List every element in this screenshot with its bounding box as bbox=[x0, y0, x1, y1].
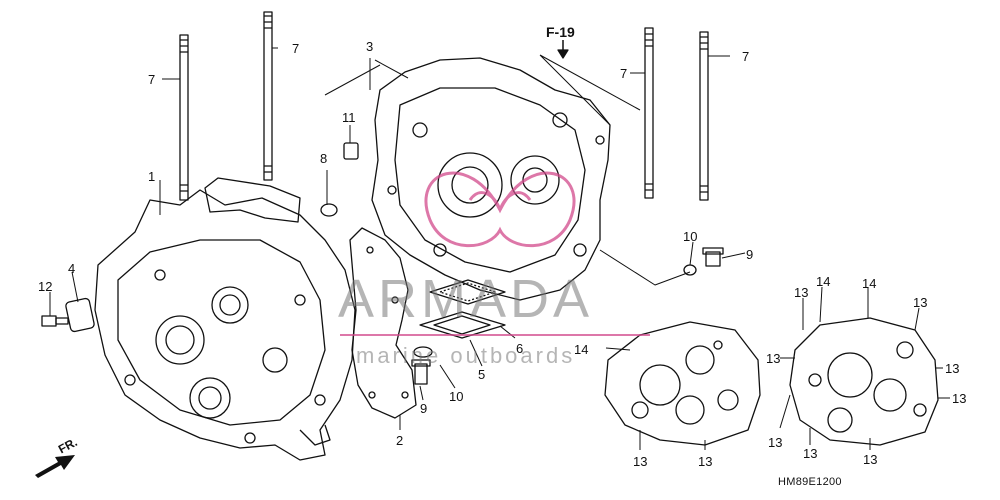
front-direction-arrow bbox=[35, 455, 75, 478]
callout-7d: 7 bbox=[742, 49, 750, 64]
callout-7b: 7 bbox=[292, 41, 300, 56]
oil-seal bbox=[320, 203, 338, 217]
callout-14: 14 bbox=[816, 274, 831, 289]
callout-1: 1 bbox=[148, 169, 156, 184]
drain-plug-right bbox=[702, 247, 724, 267]
leader-lines bbox=[49, 47, 950, 450]
stud-bolt-left bbox=[179, 34, 189, 201]
stud-bolt-left-2 bbox=[263, 11, 273, 181]
callout-10b: 10 bbox=[683, 229, 698, 244]
callout-brackets bbox=[324, 54, 691, 286]
drain-plug-center bbox=[411, 359, 431, 385]
stud-bolt-right-2 bbox=[699, 31, 709, 201]
callout-3: 3 bbox=[366, 39, 374, 54]
callout-2: 2 bbox=[396, 433, 404, 448]
callout-9a: 9 bbox=[420, 401, 428, 416]
watermark-title: ARMADA bbox=[338, 269, 594, 329]
cover-plate bbox=[65, 297, 95, 333]
callout-7c: 7 bbox=[620, 66, 628, 81]
callout-13: 13 bbox=[863, 452, 878, 467]
left-crankcase bbox=[94, 189, 356, 461]
callout-13: 13 bbox=[794, 285, 809, 300]
callout-5: 5 bbox=[478, 367, 486, 382]
callout-8: 8 bbox=[320, 151, 328, 166]
flange-bolt-left bbox=[41, 315, 69, 327]
callout-13: 13 bbox=[698, 454, 713, 469]
callout-13: 13 bbox=[952, 391, 967, 406]
callout-13: 13 bbox=[803, 446, 818, 461]
callout-13: 13 bbox=[766, 351, 781, 366]
stud-bolt-right bbox=[644, 27, 654, 199]
callout-12: 12 bbox=[38, 279, 53, 294]
callout-13: 13 bbox=[633, 454, 648, 469]
watermark-logo bbox=[340, 171, 650, 336]
crankcase-gasket-right bbox=[789, 317, 939, 446]
callout-13: 13 bbox=[945, 361, 960, 376]
callout-9b: 9 bbox=[746, 247, 754, 262]
dowel-pin bbox=[343, 142, 359, 160]
reference-label: F-19 bbox=[546, 24, 575, 40]
strainer-gasket bbox=[419, 311, 506, 339]
right-crankcase bbox=[371, 57, 611, 301]
oil-strainer-screen bbox=[429, 279, 506, 305]
callout-13: 13 bbox=[913, 295, 928, 310]
top-gasket bbox=[204, 177, 301, 223]
callout-14: 14 bbox=[574, 342, 589, 357]
center-gasket bbox=[349, 227, 417, 419]
crankcase-gasket-left bbox=[604, 321, 761, 446]
watermark-subtitle: marine outboards bbox=[356, 343, 576, 368]
callout-4: 4 bbox=[68, 261, 76, 276]
callout-11: 11 bbox=[342, 110, 356, 125]
callout-6: 6 bbox=[516, 341, 524, 356]
callout-10a: 10 bbox=[449, 389, 464, 404]
callout-14: 14 bbox=[862, 276, 877, 291]
callout-7a: 7 bbox=[148, 72, 156, 87]
callout-13: 13 bbox=[768, 435, 783, 450]
drawing-code: HM89E1200 bbox=[778, 476, 842, 488]
sealing-washer-center bbox=[413, 346, 433, 358]
